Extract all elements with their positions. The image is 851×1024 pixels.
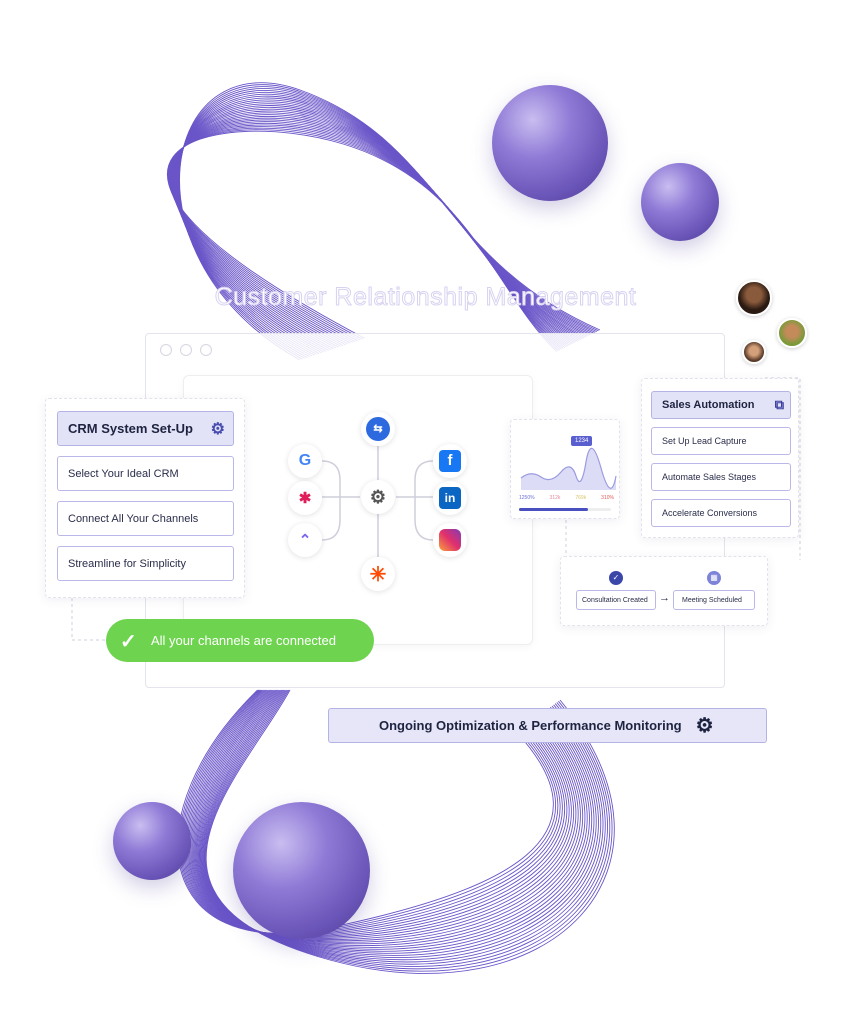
sphere-decoration: [492, 85, 608, 201]
wave-line: [202, 689, 604, 963]
chart-stat: 769k: [575, 495, 587, 501]
facebook-icon: f: [439, 450, 461, 472]
wave-line: [202, 689, 606, 965]
automation-step[interactable]: Set Up Lead Capture: [651, 427, 791, 455]
wave-line: [201, 689, 602, 961]
wave-line: [187, 689, 572, 938]
area-chart: [520, 447, 617, 490]
wave-line: [192, 689, 581, 943]
flow-step-meeting: Meeting Scheduled: [673, 590, 755, 610]
chart-tooltip-badge: 1234: [571, 436, 593, 446]
wave-line: [185, 689, 568, 937]
sales-automation-title: Sales Automation: [662, 399, 755, 411]
crm-setup-card: CRM System Set-Up ⚙ Select Your Ideal CR…: [45, 398, 245, 598]
progress-bar: [519, 508, 611, 511]
wave-line: [200, 689, 599, 958]
avatar: [777, 318, 807, 348]
page-title: Customer Relationship Management: [214, 283, 637, 312]
automation-step[interactable]: Accelerate Conversions: [651, 499, 791, 527]
chart-stat: 312k: [549, 495, 561, 501]
chart-stat: 310%: [601, 495, 614, 501]
crm-setup-title: CRM System Set-Up: [68, 421, 193, 436]
setup-step[interactable]: Connect All Your Channels: [57, 501, 234, 536]
link-app-icon: ⇆: [366, 417, 390, 441]
wave-line: [197, 689, 593, 952]
wave-line: [194, 689, 586, 946]
wave-line: [186, 689, 570, 938]
hub-gear-icon: ⚙: [361, 480, 395, 514]
clickup-icon: ⌃: [288, 523, 322, 557]
optimization-banner: Ongoing Optimization & Performance Monit…: [328, 708, 767, 743]
linkedin-icon: in: [439, 487, 461, 509]
wave-line: [205, 689, 615, 974]
automation-step[interactable]: Automate Sales Stages: [651, 463, 791, 491]
wave-line: [196, 689, 590, 950]
analytics-chart-card: 1234 1250% 312k 769k 310%: [510, 419, 620, 519]
check-badge-icon: ✓: [609, 571, 623, 585]
calendar-icon: ▦: [707, 571, 721, 585]
channels-connected-text: All your channels are connected: [151, 633, 337, 648]
check-icon: ✓: [120, 631, 137, 653]
progress-fill: [519, 508, 588, 511]
instagram-icon: [439, 529, 461, 551]
gear-icon: ⚙: [695, 715, 714, 737]
sphere-decoration: [641, 163, 719, 241]
chart-stat: 1250%: [519, 495, 535, 501]
wave-line: [199, 689, 597, 956]
pipeline-flow-card: ✓ ▦ Consultation Created → Meeting Sched…: [560, 556, 768, 626]
wave-line: [205, 689, 613, 972]
wave-line: [184, 689, 566, 936]
workflow-icon: ⧉: [774, 397, 784, 412]
window-dot: [180, 344, 192, 356]
wave-line: [167, 130, 558, 352]
setup-step[interactable]: Select Your Ideal CRM: [57, 456, 234, 491]
wave-line: [191, 689, 579, 942]
wave-line: [189, 689, 575, 939]
wave-line: [204, 689, 611, 970]
window-dot: [200, 344, 212, 356]
google-icon: G: [288, 444, 322, 478]
slack-icon: ✱: [288, 481, 322, 515]
sphere-decoration: [113, 802, 191, 880]
zapier-icon: ✳: [361, 557, 395, 591]
chart-stats: 1250% 312k 769k 310%: [519, 495, 614, 501]
window-dot: [160, 344, 172, 356]
wave-line: [193, 689, 584, 945]
wrench-gear-icon: ⚙: [210, 420, 225, 438]
channels-connected-badge: ✓ All your channels are connected: [106, 619, 374, 662]
optimization-label: Ongoing Optimization & Performance Monit…: [379, 718, 682, 733]
wave-line: [198, 689, 595, 954]
avatar: [736, 280, 772, 316]
setup-step[interactable]: Streamline for Simplicity: [57, 546, 234, 581]
wave-line: [203, 689, 608, 967]
sales-automation-header: Sales Automation ⧉: [651, 391, 791, 419]
avatar: [742, 340, 766, 364]
flow-step-consultation: Consultation Created: [576, 590, 656, 610]
sphere-decoration: [233, 802, 370, 939]
arrow-right-icon: →: [659, 592, 670, 604]
wave-line: [190, 689, 577, 941]
crm-setup-header: CRM System Set-Up ⚙: [57, 411, 234, 446]
wave-line: [195, 689, 588, 948]
sales-automation-card: Sales Automation ⧉ Set Up Lead Capture A…: [641, 378, 799, 538]
